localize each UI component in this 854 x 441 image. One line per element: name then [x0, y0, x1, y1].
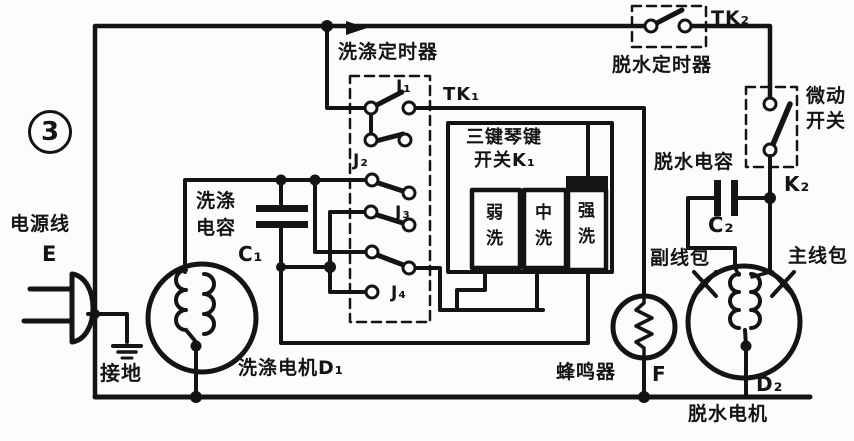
spin-timer-label: 脱水定时器: [612, 54, 713, 76]
buzzer-id: F: [652, 362, 667, 386]
junction-dots: [90, 20, 776, 403]
wash-motor-label: 洗涤电机D₁: [238, 357, 345, 379]
contact-j4-label: J₄: [391, 283, 407, 303]
current-arrow: [346, 21, 367, 35]
wash-capacitor-symbol: [256, 178, 308, 269]
wash-capacitor-label: 洗涤电容: [196, 190, 237, 239]
micro-switch-label-line1: 微动: [806, 85, 847, 107]
main-winding-label: 主线包: [788, 245, 849, 267]
micro-switch-label-line2: 开关: [806, 110, 847, 132]
wash-capacitor-id: C₁: [238, 242, 264, 266]
wash-timer-box: [325, 21, 646, 324]
spin-motor-label: 脱水电机: [688, 403, 769, 425]
key-strong-wash: 强洗: [578, 201, 595, 248]
contact-j2-label: J₂: [353, 151, 369, 171]
aux-winding-label: 副线包: [650, 247, 711, 269]
key-medium-wash: 中洗: [535, 203, 552, 250]
key-switch-title-line2: 开关K₁: [474, 150, 536, 171]
buzzer-label: 蜂鸣器: [556, 361, 617, 383]
spin-timer-box: [630, 4, 708, 49]
k2-label: K₂: [784, 172, 811, 196]
figure-number: 3: [40, 117, 60, 147]
key-switch-title-line1: 三键琴键: [466, 127, 542, 148]
spin-motor-symbol: [685, 263, 803, 399]
spin-capacitor-id: C₂: [708, 213, 735, 237]
contact-j1-label: J₁: [396, 77, 412, 97]
figure-number-badge: 3: [28, 110, 72, 154]
key-weak-wash: 弱洗: [486, 203, 503, 250]
wash-timer-label: 洗涤定时器: [338, 41, 439, 63]
tk1-label: TK₁: [443, 84, 481, 105]
power-rails: [92, 23, 813, 400]
micro-switch-box: [744, 85, 799, 274]
power-plug-symbol: [21, 271, 129, 345]
buzzer-symbol: [610, 293, 678, 399]
ground-symbol: [111, 344, 143, 360]
power-cord-label: 电源线: [10, 213, 71, 235]
pressed-key-bar: [566, 176, 608, 191]
spin-capacitor-label: 脱水电容: [654, 151, 735, 173]
spin-motor-id: D₂: [756, 372, 784, 396]
contact-j3-label: J₃: [395, 203, 411, 223]
power-cord-id: E: [42, 242, 58, 266]
ground-label: 接地: [100, 361, 142, 385]
key-switch-box: [446, 121, 614, 274]
tk2-label: TK₂: [711, 7, 751, 29]
wash-wiring: [279, 178, 590, 345]
